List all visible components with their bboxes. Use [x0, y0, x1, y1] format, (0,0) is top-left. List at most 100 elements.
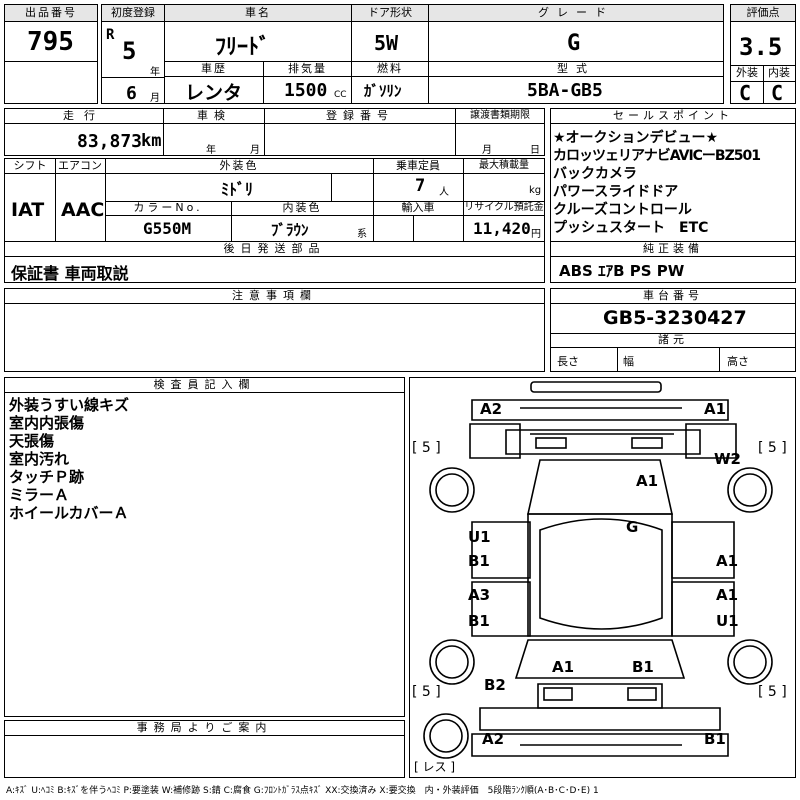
- office-box: 事務局よりご案内: [4, 720, 405, 778]
- displacement-value: 1500: [284, 80, 328, 101]
- dmg-a1-hood: A1: [636, 472, 659, 490]
- transfer-day-unit: 日: [530, 145, 540, 156]
- height-label: 高さ: [727, 355, 749, 368]
- sales-line: カロッツェリアナビAVICーBZ501: [553, 148, 761, 164]
- mileage-value: 83,873: [77, 131, 143, 152]
- ext-label: 外装: [731, 65, 763, 82]
- month-unit: 月: [150, 93, 160, 104]
- first-reg-box: 初度登録 R 5 年 6 月: [101, 4, 165, 104]
- dmg-a1-top: A1: [704, 400, 727, 418]
- reg-label: 登録番号: [265, 109, 455, 124]
- history-label: 車歴: [165, 62, 263, 77]
- load-unit: kg: [529, 185, 542, 196]
- recycle-value: 11,420: [473, 219, 531, 238]
- inspection-month-unit: 月: [250, 145, 260, 156]
- door-box: ドア形状 5W: [351, 4, 429, 62]
- door-label: ドア形状: [352, 5, 428, 22]
- grade-box: グレード G: [428, 4, 724, 62]
- chassis-value: GB5-3230427: [603, 307, 747, 329]
- dmg-g: G: [626, 518, 639, 536]
- dmg-b1-bottom: B1: [704, 730, 726, 748]
- dmg-u1-left: U1: [468, 528, 491, 546]
- inspector-line: 室内汚れ: [9, 450, 70, 468]
- inspector-line: ミラーＡ: [9, 486, 70, 504]
- score-value: 3.5: [739, 33, 783, 61]
- dmg-w2: W2: [714, 450, 741, 468]
- year: 5: [122, 37, 137, 65]
- later-parts-box: 後日発送部品 保証書 車両取説: [4, 241, 545, 283]
- color-label: 外装色: [219, 159, 259, 172]
- displacement-label: 排気量: [264, 62, 351, 77]
- int-score: C: [771, 81, 784, 105]
- sales-line: クルーズコントロール: [553, 202, 692, 218]
- displacement-unit: CC: [334, 90, 347, 100]
- score-label: 評価点: [731, 5, 795, 22]
- history-value: レンタ: [185, 82, 243, 104]
- fuel-box: 燃料 ｶﾞｿﾘﾝ: [351, 61, 429, 104]
- dmg-a3-left: A3: [468, 586, 491, 604]
- capacity-value: 7: [415, 176, 426, 196]
- inspector-line: タッチＰ跡: [9, 468, 85, 486]
- model-value: ﾌﾘｰﾄﾞ: [215, 35, 271, 60]
- inspector-label: 検査員記入欄: [5, 378, 404, 393]
- inspection-box: 車検 年 月: [163, 108, 265, 156]
- capacity-label: 乗車定員: [396, 159, 440, 172]
- displacement-box: 排気量 1500 CC: [263, 61, 352, 104]
- dmg-b1-rear: B1: [632, 658, 654, 676]
- shift-value: IAT: [11, 199, 45, 221]
- inspector-line: ホイールカバーＡ: [9, 504, 129, 522]
- width-label: 幅: [623, 355, 634, 368]
- inspector-line: 天張傷: [9, 432, 55, 450]
- sales-line: プッシュスタート ETC: [553, 220, 709, 236]
- inspector-line: 室内内張傷: [9, 414, 85, 432]
- first-reg-label: 初度登録: [102, 5, 164, 22]
- recycle-label: リサイクル預託金: [464, 202, 544, 213]
- dmg-a2-top: A2: [480, 400, 503, 418]
- tire-spare: [ レス ]: [414, 760, 456, 774]
- dmg-u1-right: U1: [716, 612, 739, 630]
- inspector-line: 外装うすい線キズ: [9, 396, 130, 414]
- fuel-label: 燃料: [352, 62, 428, 77]
- dmg-a2-bottom: A2: [482, 730, 505, 748]
- legend: A:ｷｽﾞ U:ﾍｺﾐ B:ｷｽﾞを伴うﾍｺﾐ P:要塗装 W:補修跡 S:錆 …: [6, 786, 599, 796]
- lot-box: 出品番号 795: [4, 4, 98, 104]
- type-label: 型式: [429, 62, 723, 77]
- sales-box: セールスポイント ★オークションデビュー★ カロッツェリアナビAVICーBZ50…: [550, 108, 796, 242]
- int-label: 内装: [763, 65, 795, 82]
- car-diagram-box: A2 A1 [ 5 ] [ 5 ] W2 A1 G U1 B1 A1 A3 A1…: [409, 377, 796, 778]
- equipment-label: 純正装備: [551, 242, 795, 257]
- fuel-value: ｶﾞｿﾘﾝ: [364, 82, 402, 100]
- model-label: 車名: [165, 5, 351, 22]
- interior-label: 内装色: [282, 201, 322, 214]
- chassis-box: 車台番号 GB5-3230427 諸元 長さ 幅 高さ: [550, 288, 796, 372]
- ext-score: C: [739, 81, 752, 105]
- year-unit: 年: [150, 67, 160, 78]
- shift-label: シフト: [13, 159, 47, 172]
- history-box: 車歴 レンタ: [164, 61, 264, 104]
- spec-label: 諸元: [551, 333, 795, 348]
- sales-line: ★オークションデビュー★: [553, 130, 719, 146]
- reg-box: 登録番号: [264, 108, 456, 156]
- tire-fl: [ 5 ]: [412, 440, 441, 456]
- dmg-a1-right-2: A1: [716, 586, 739, 604]
- inspector-box: 検査員記入欄 外装うすい線キズ 室内内張傷 天張傷 室内汚れ タッチＰ跡 ミラー…: [4, 377, 405, 717]
- grade-label: グレード: [429, 5, 723, 22]
- chassis-label: 車台番号: [551, 289, 795, 304]
- dmg-b2: B2: [484, 676, 506, 694]
- inspection-year-unit: 年: [206, 145, 216, 156]
- lot-label: 出品番号: [5, 5, 97, 22]
- office-label: 事務局よりご案内: [5, 721, 404, 736]
- dmg-b1-left-1: B1: [468, 552, 490, 570]
- type-box: 型式 5BA-GB5: [428, 61, 724, 104]
- load-label: 最大積載量: [479, 160, 529, 171]
- car-diagram: [423, 381, 773, 759]
- ac-label: エアコン: [58, 159, 102, 172]
- dmg-a1-rear: A1: [552, 658, 575, 676]
- interior-unit: 系: [357, 229, 367, 240]
- grade-value: G: [567, 31, 581, 56]
- era: R: [106, 27, 115, 43]
- tire-rl: [ 5 ]: [412, 684, 441, 700]
- interior-value: ﾌﾞﾗｳﾝ: [271, 221, 309, 239]
- transfer-month-unit: 月: [482, 145, 492, 156]
- mileage-label: 走行: [5, 109, 163, 124]
